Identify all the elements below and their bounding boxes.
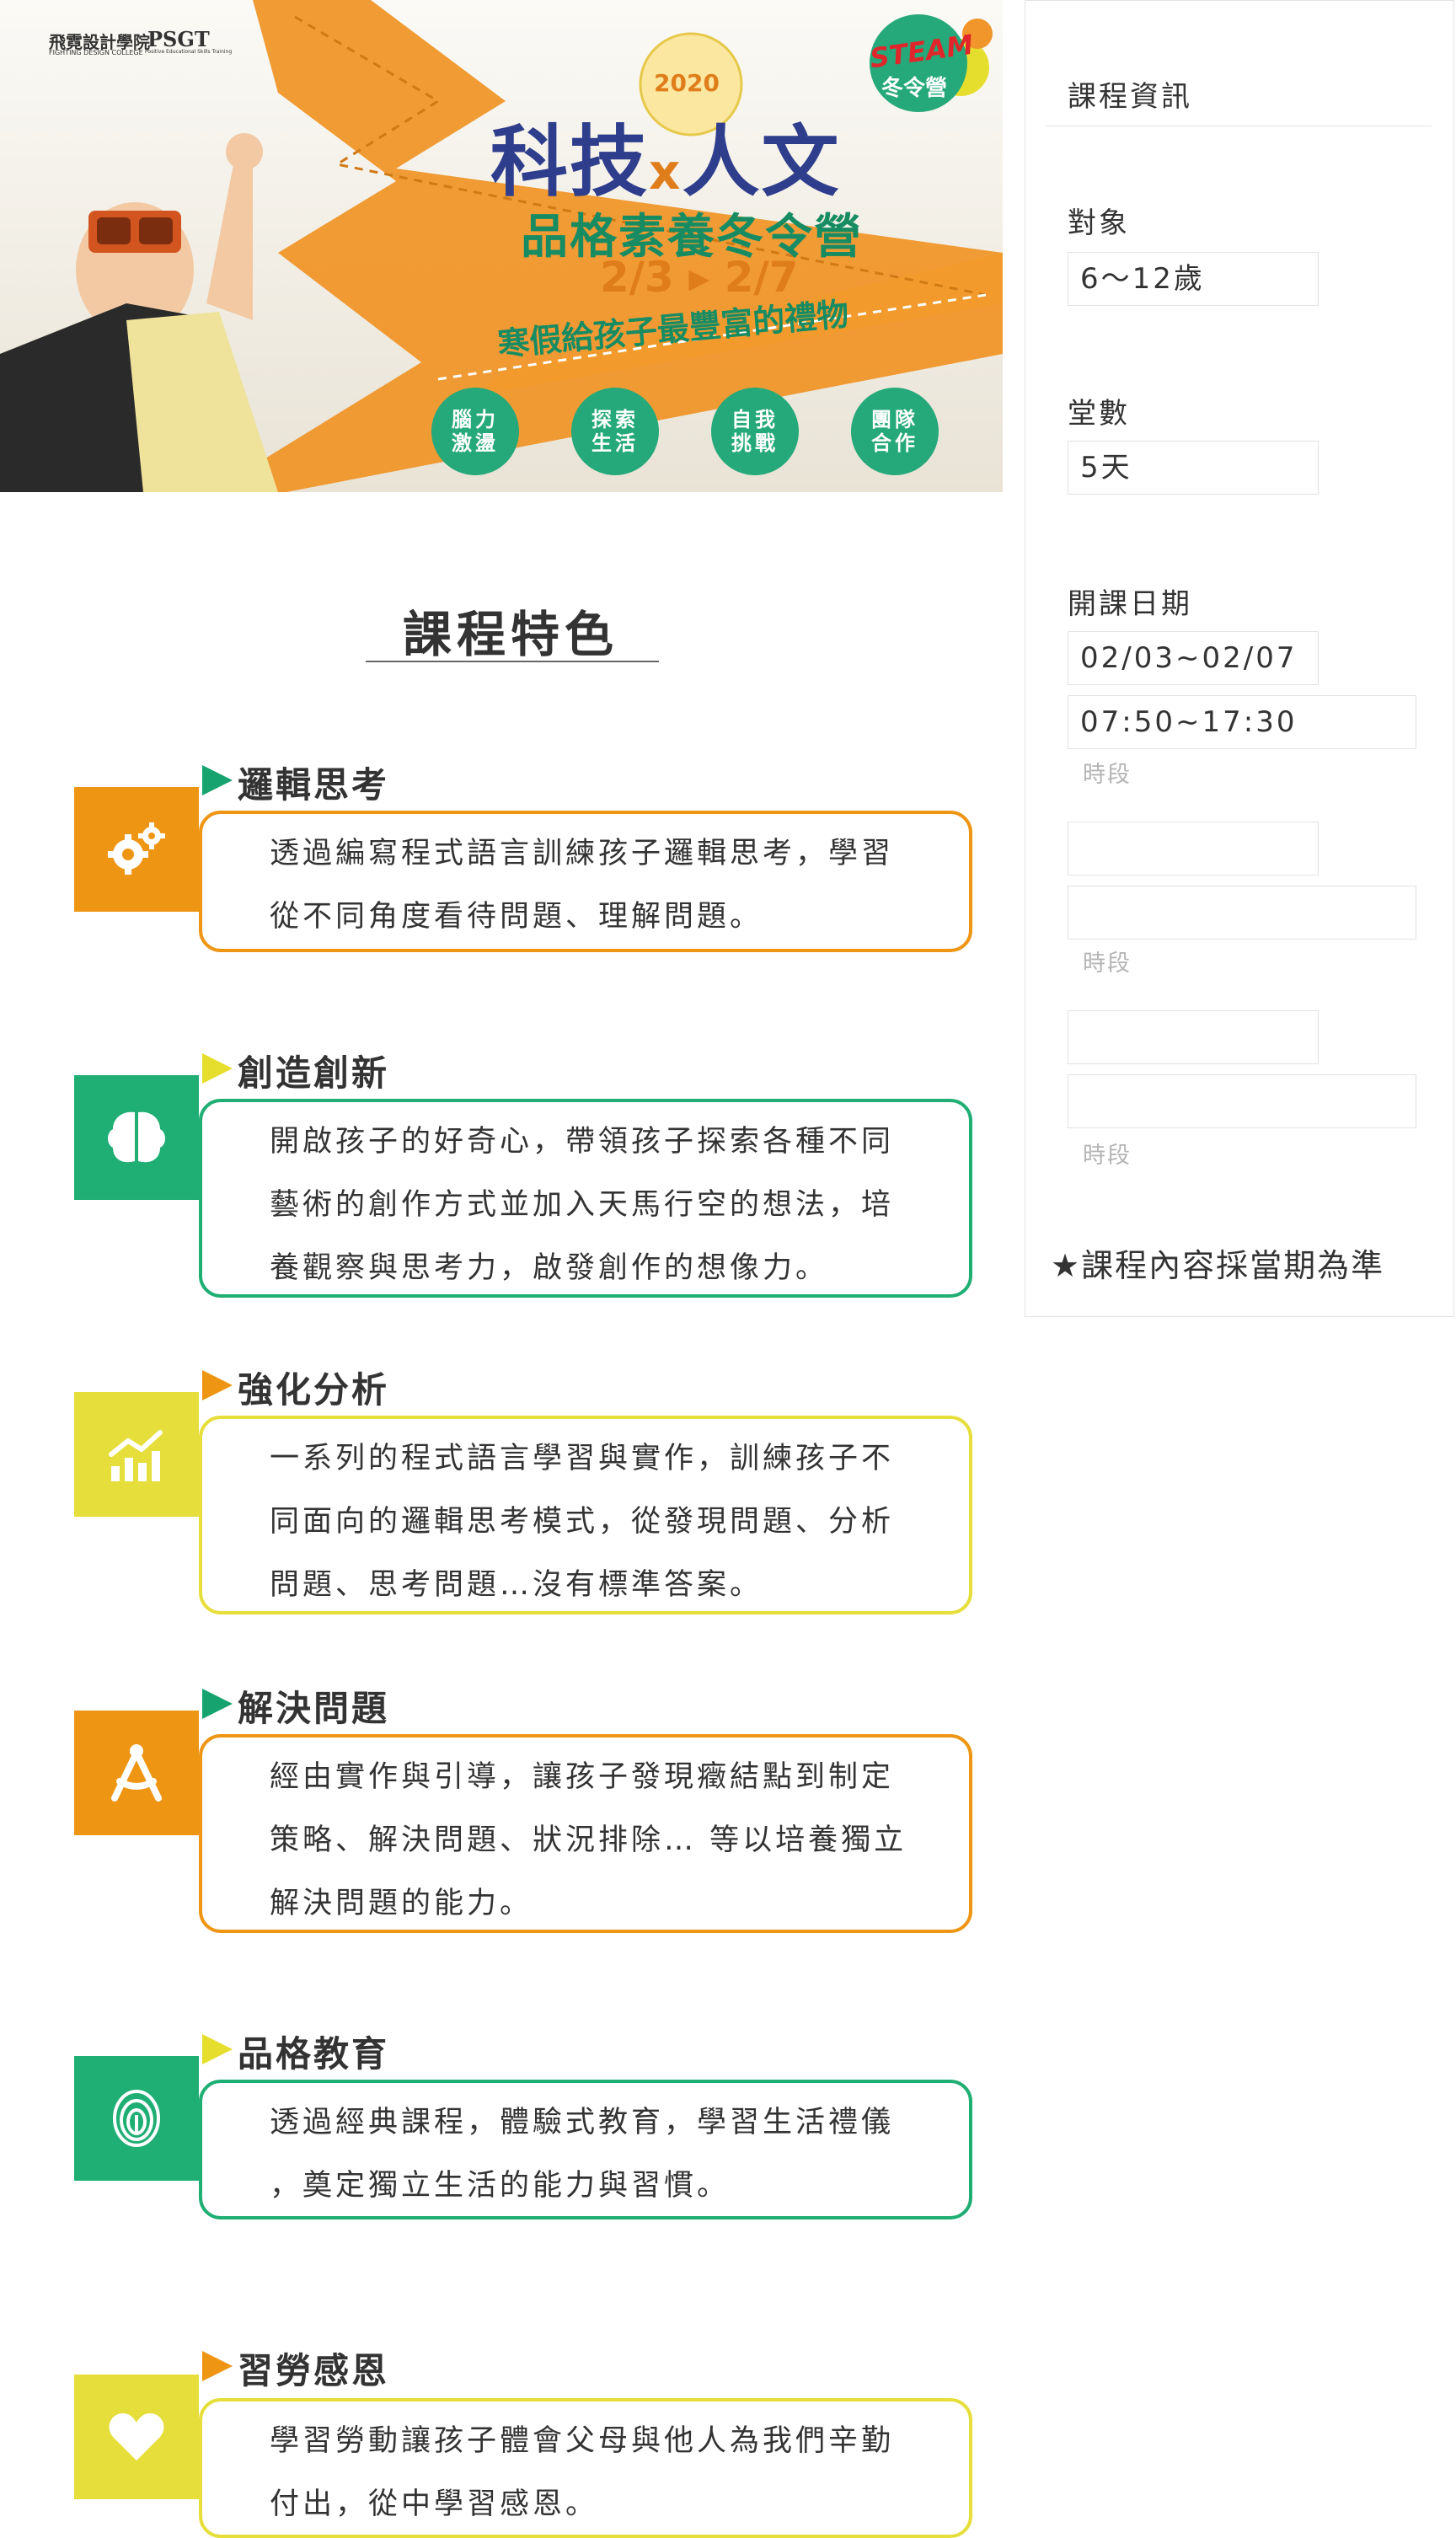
time-range-empty-2	[1068, 886, 1416, 940]
tag-teamwork-label: 團隊合作	[871, 408, 918, 455]
audience-label: 對象	[1068, 206, 1130, 240]
date-range-value: 02/03~02/07	[1068, 631, 1319, 685]
feature-card: 一系列的程式語言學習與實作，訓練孩子不同面向的邏輯思考模式，從發現問題、分析問題…	[199, 1416, 972, 1614]
sessions-label: 堂數	[1068, 397, 1130, 431]
psgt-logo: PSGT	[147, 27, 210, 51]
time-range-empty-3	[1068, 1074, 1416, 1128]
feature-description-line: 問題、思考問題…沒有標準答案。	[270, 1568, 763, 1602]
feature-description-line: 經由實作與引導，讓孩子發現癥結點到制定	[270, 1760, 895, 1794]
triangle-bullet-icon	[202, 2351, 233, 2381]
banner-date: 2/3 ▸ 2/7	[600, 253, 799, 302]
tag-brainstorm-label: 腦力激盪	[452, 408, 499, 455]
triangle-bullet-icon	[202, 1370, 233, 1400]
audience-value: 6～12歲	[1068, 252, 1319, 306]
feature-title: 強化分析	[238, 1369, 390, 1411]
feature-description-line: 開啟孩子的好奇心，帶領孩子探索各種不同	[270, 1125, 895, 1159]
chart-icon	[74, 1392, 199, 1517]
feature-title: 解決問題	[238, 1688, 390, 1729]
feature-description-line: 透過編寫程式語言訓練孩子邏輯思考，學習	[270, 837, 895, 870]
winter-camp-badge-text: 冬令營	[881, 76, 948, 101]
fingerprint-icon	[74, 2056, 199, 2181]
sessions-value: 5天	[1068, 441, 1319, 495]
features-title: 課程特色	[403, 606, 619, 663]
tag-brainstorm: 腦力激盪	[431, 388, 519, 475]
brain-icon	[74, 1075, 199, 1200]
banner-subtitle: 品格素養冬令營	[521, 210, 863, 265]
feature-description-line: 同面向的邏輯思考模式，從發現問題、分析	[270, 1505, 895, 1539]
feature-description-line: 透過經典課程，體驗式教育，學習生活禮儀	[270, 2106, 895, 2139]
feature-card: 學習勞動讓孩子體會父母與他人為我們辛勤付出，從中學習感恩。	[199, 2398, 972, 2538]
feature-description-line: 策略、解決問題、狀況排除… 等以培養獨立	[270, 1823, 907, 1857]
feature-title: 習勞感恩	[238, 2350, 390, 2391]
banner-year: 2020	[654, 69, 720, 97]
psgt-logo-subtitle: Positive Educational Skills Training	[145, 49, 233, 55]
triangle-bullet-icon	[202, 1689, 233, 1719]
feature-title: 品格教育	[238, 2033, 390, 2075]
feature-title: 邏輯思考	[238, 764, 390, 806]
date-range-empty-2	[1068, 822, 1319, 875]
college-logo: 飛霓設計學院	[49, 32, 150, 52]
features-title-underline	[366, 661, 659, 662]
tag-explore-life-label: 探索生活	[592, 408, 639, 455]
course-info-heading: 課程資訊	[1068, 80, 1192, 114]
feature-description-line: 付出，從中學習感恩。	[270, 2487, 599, 2521]
feature-description-line: ，奠定獨立生活的能力與習慣。	[270, 2169, 731, 2203]
feature-description-line: 養觀察與思考力，啟發創作的想像力。	[270, 1251, 829, 1285]
feature-card: 透過編寫程式語言訓練孩子邏輯思考，學習從不同角度看待問題、理解問題。	[199, 811, 972, 952]
period-label-1: 時段	[1083, 762, 1132, 788]
feature-description-line: 一系列的程式語言學習與實作，訓練孩子不	[270, 1442, 895, 1475]
tag-explore-life: 探索生活	[571, 388, 659, 475]
title-left: 科技	[490, 117, 650, 207]
title-x: x	[649, 143, 682, 201]
tag-self-challenge-label: 自我挑戰	[731, 408, 779, 455]
feature-card: 開啟孩子的好奇心，帶領孩子探索各種不同藝術的創作方式並加入天馬行空的想法，培養觀…	[199, 1099, 972, 1298]
banner-artwork	[0, 0, 1003, 492]
tag-self-challenge: 自我挑戰	[711, 388, 799, 475]
feature-title: 創造創新	[238, 1052, 390, 1094]
feature-description: 一系列的程式語言學習與實作，訓練孩子不同面向的邏輯思考模式，從發現問題、分析問題…	[270, 1427, 961, 1617]
period-label-2: 時段	[1083, 950, 1132, 977]
tag-teamwork: 團隊合作	[851, 388, 939, 475]
banner-title: 科技x人文	[490, 99, 840, 212]
compass-icon	[74, 1711, 199, 1835]
feature-description-line: 解決問題的能力。	[270, 1887, 533, 1920]
heart-icon	[74, 2375, 199, 2499]
feature-description: 透過經典課程，體驗式教育，學習生活禮儀 ，奠定獨立生活的能力與習慣。	[270, 2091, 961, 2218]
feature-description: 學習勞動讓孩子體會父母與他人為我們辛勤付出，從中學習感恩。	[270, 2410, 961, 2536]
triangle-bullet-icon	[202, 2034, 233, 2064]
course-note: ★課程內容採當期為準	[1051, 1247, 1385, 1284]
feature-description-line: 學習勞動讓孩子體會父母與他人為我們辛勤	[270, 2424, 895, 2458]
title-right: 人文	[682, 117, 841, 207]
feature-description: 開啟孩子的好奇心，帶領孩子探索各種不同藝術的創作方式並加入天馬行空的想法，培養觀…	[270, 1111, 961, 1300]
gears-icon	[74, 787, 199, 912]
start-date-label: 開課日期	[1068, 587, 1192, 621]
feature-description-line: 從不同角度看待問題、理解問題。	[270, 900, 763, 934]
triangle-bullet-icon	[202, 1053, 233, 1084]
date-range-empty-3	[1068, 1010, 1319, 1064]
period-label-3: 時段	[1083, 1143, 1132, 1169]
feature-description-line: 藝術的創作方式並加入天馬行空的想法，培	[270, 1188, 895, 1222]
college-logo-subtitle: FIGHTING DESIGN COLLEGE	[49, 49, 143, 56]
feature-card: 經由實作與引導，讓孩子發現癥結點到制定策略、解決問題、狀況排除… 等以培養獨立解…	[199, 1734, 972, 1933]
feature-description: 透過編寫程式語言訓練孩子邏輯思考，學習從不同角度看待問題、理解問題。	[270, 822, 961, 949]
feature-description: 經由實作與引導，讓孩子發現癥結點到制定策略、解決問題、狀況排除… 等以培養獨立解…	[270, 1746, 961, 1936]
hero-banner: 飛霓設計學院 FIGHTING DESIGN COLLEGE PSGT Posi…	[0, 0, 1003, 492]
course-info-panel: 課程資訊 對象 6～12歲 堂數 5天 開課日期 02/03~02/07 07:…	[1025, 0, 1454, 1317]
feature-card: 透過經典課程，體驗式教育，學習生活禮儀 ，奠定獨立生活的能力與習慣。	[199, 2080, 972, 2219]
triangle-bullet-icon	[202, 765, 233, 795]
time-range-value: 07:50~17:30	[1068, 695, 1416, 749]
